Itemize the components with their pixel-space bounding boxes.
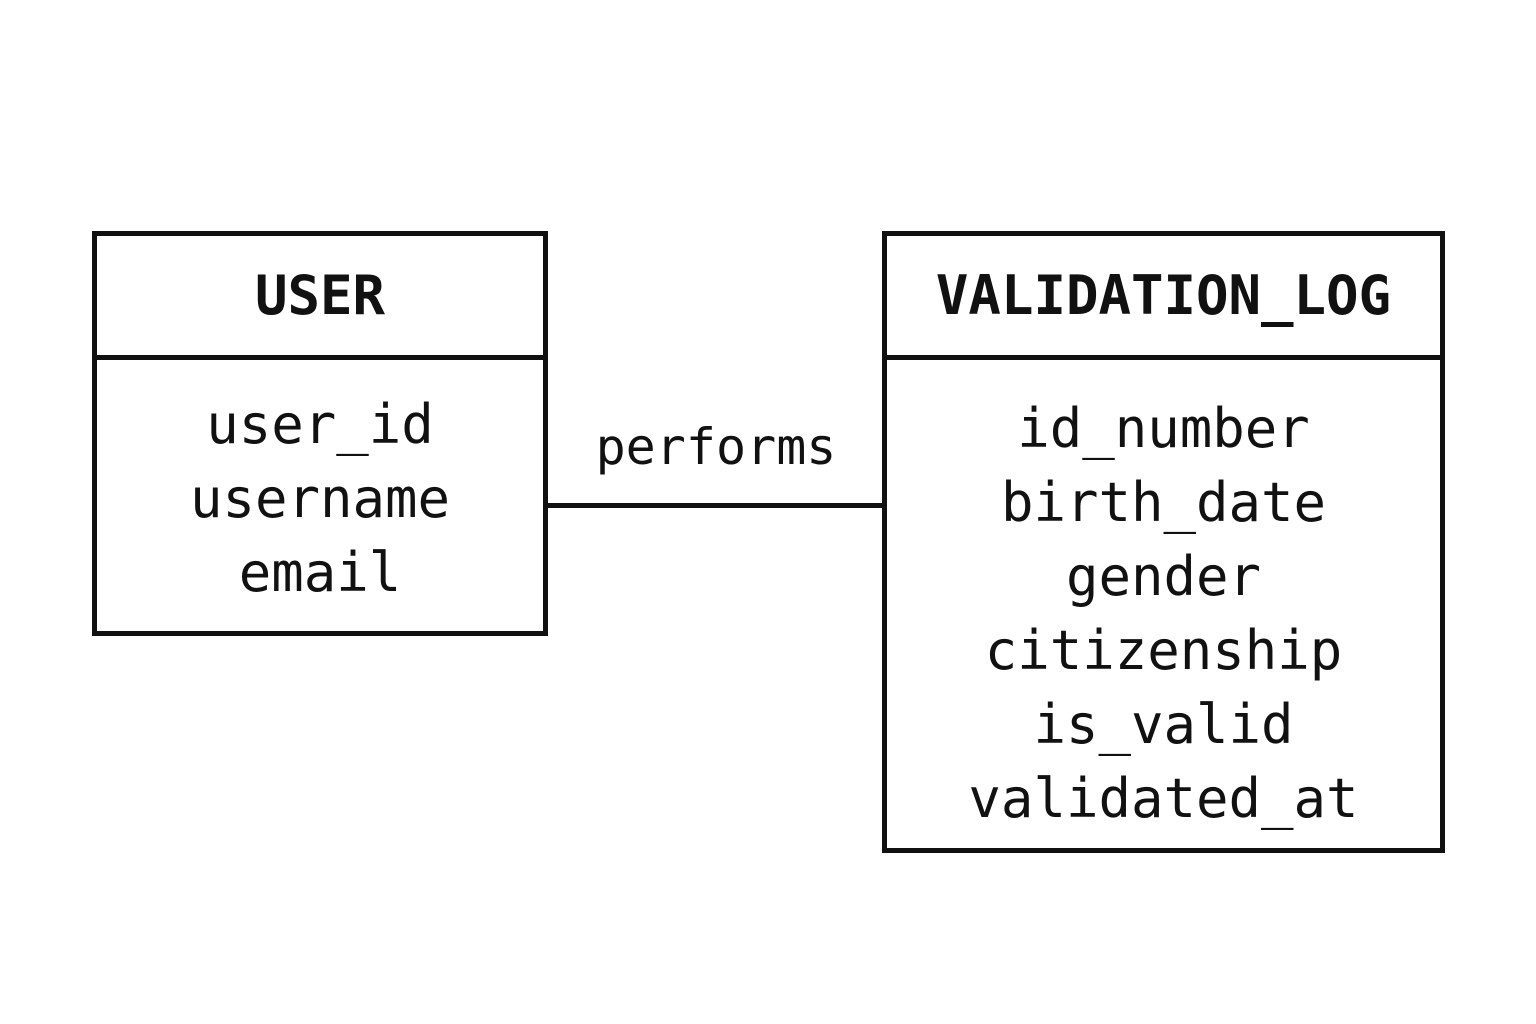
user-entity-attributes: user_id username email [97,360,543,610]
user-attribute-username: username [189,467,451,530]
user-attribute-email: email [238,541,402,604]
user-entity-title: USER [97,236,543,360]
user-attribute-user-id: user_id [206,393,434,456]
relationship-connector-line [546,503,884,508]
validation-log-attribute-validated-at: validated_at [968,767,1359,830]
validation-log-entity-title: VALIDATION_LOG [887,236,1440,360]
relationship-label: performs [595,418,837,476]
validation-log-attribute-is-valid: is_valid [1033,693,1294,756]
validation-log-attribute-citizenship: citizenship [984,619,1343,682]
validation-log-attribute-gender: gender [1065,545,1262,608]
validation-log-attribute-birth-date: birth_date [1000,471,1327,534]
validation-log-entity: VALIDATION_LOG id_number birth_date gend… [882,231,1445,853]
user-entity: USER user_id username email [92,231,548,636]
validation-log-entity-attributes: id_number birth_date gender citizenship … [887,360,1440,836]
validation-log-attribute-id-number: id_number [1017,397,1310,460]
